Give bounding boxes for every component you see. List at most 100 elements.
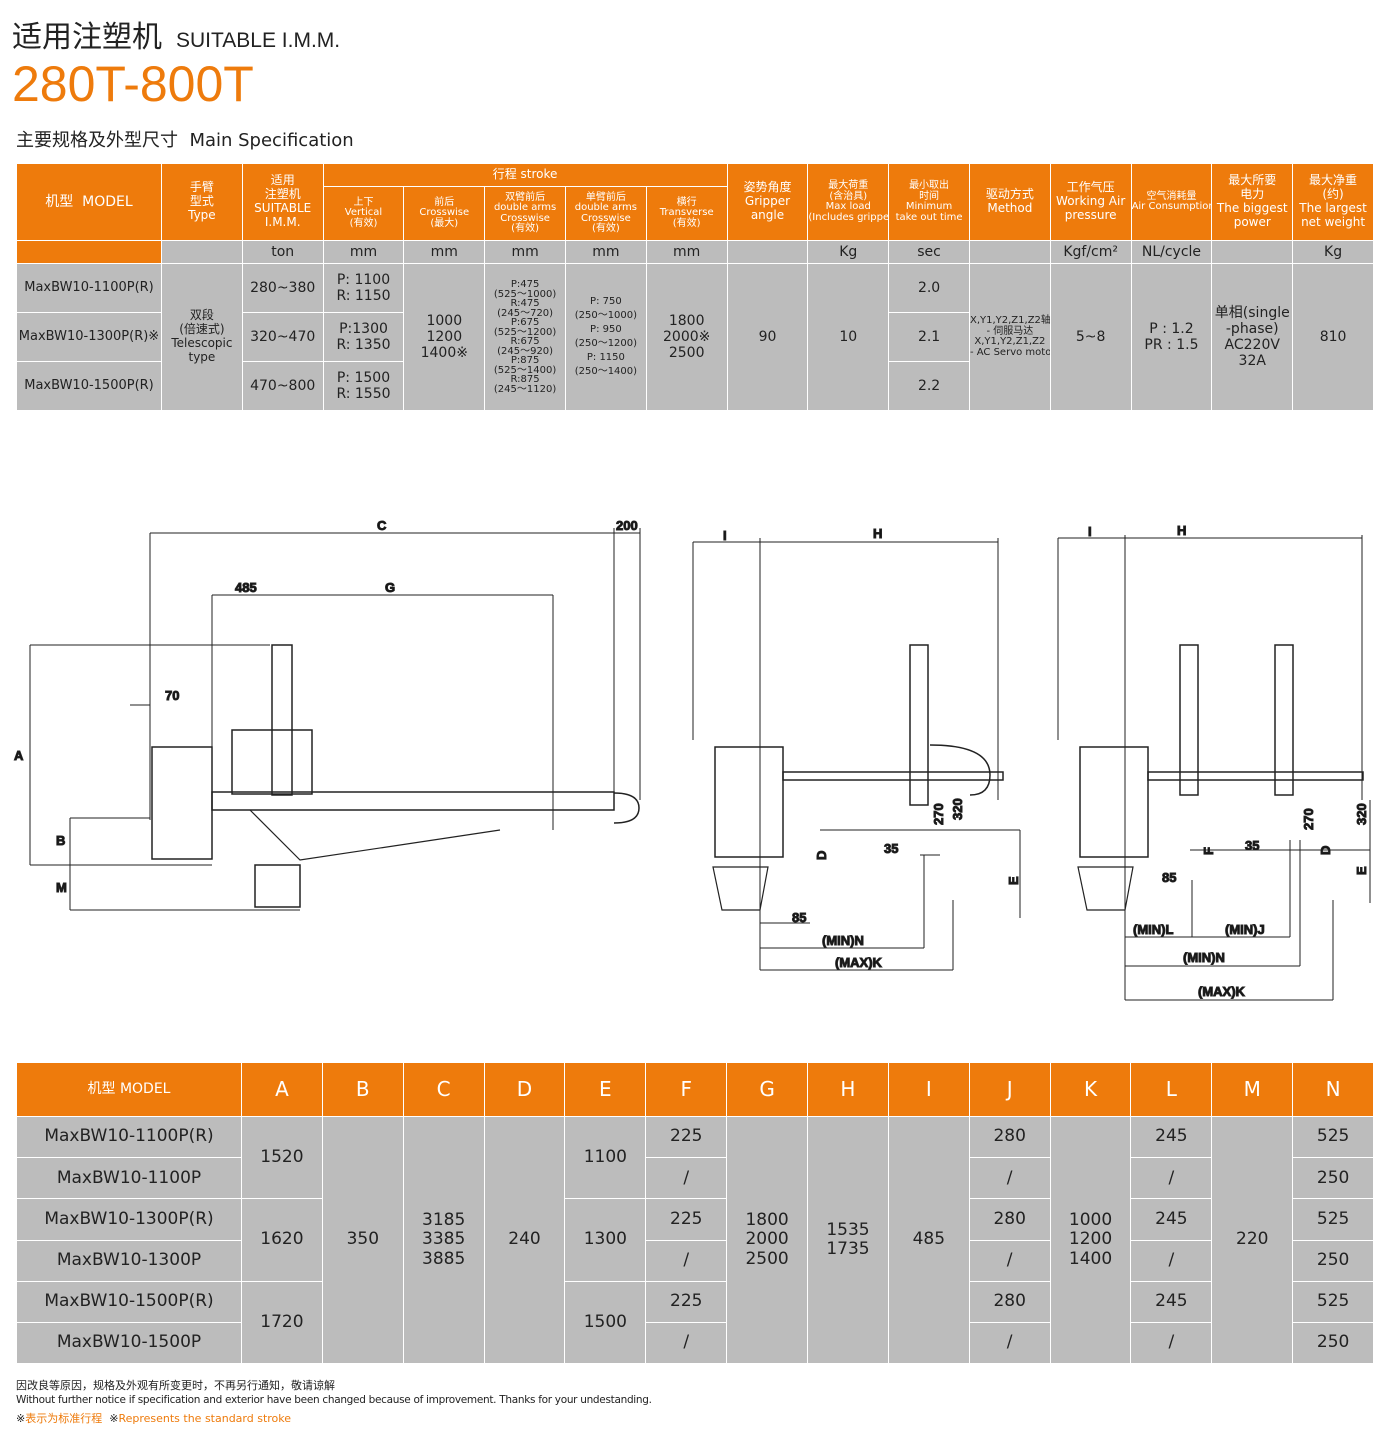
header-transverse: 横行 Transverse (有效)	[645, 186, 728, 241]
dim-j-cell: /	[968, 1321, 1051, 1365]
dim-M: M	[56, 880, 67, 895]
dim-E: E	[1006, 876, 1021, 885]
unit-imm: ton	[241, 240, 324, 264]
time-cell: 2.2	[888, 361, 970, 411]
model-cell: MaxBW10-1100P	[16, 1157, 242, 1200]
gripper-cell: 90	[726, 263, 809, 411]
vertical-cell: P:1300 R: 1350	[322, 312, 405, 362]
unit-blank	[968, 240, 1051, 264]
unit-double: mm	[484, 240, 566, 264]
dim-e-cell: 1500	[564, 1280, 647, 1365]
side-view-drawing: C 200 485 G 70 A B M	[14, 518, 641, 911]
dim-header: C	[402, 1062, 485, 1117]
section-title: 主要规格及外型尺寸 Main Specification	[16, 130, 354, 151]
header-air: 工作气压 Working Air pressure	[1049, 163, 1132, 241]
model-cell: MaxBW10-1100P(R)	[16, 263, 162, 313]
note-en: Represents the standard stroke	[118, 1412, 292, 1425]
dim-n-cell: 525	[1292, 1198, 1375, 1241]
model-cell: MaxBW10-1500P(R)	[16, 361, 162, 411]
header-power: 最大所要 电力 The biggest power	[1211, 163, 1294, 241]
dim-H: H	[873, 526, 882, 541]
dim-min-N: (MIN)N	[1183, 950, 1225, 965]
dim-F: F	[1201, 847, 1216, 855]
dim-485: 485	[235, 580, 257, 595]
header-time: 最小取出 时间 Minimum take out time	[888, 163, 970, 241]
dim-n-cell: 250	[1292, 1321, 1375, 1365]
dim-header: F	[645, 1062, 728, 1117]
stroke-note: ※表示为标准行程 ※Represents the standard stroke	[16, 1410, 291, 1426]
unit-weight: Kg	[1292, 240, 1374, 264]
header-vertical: 上下 Vertical (有效)	[322, 186, 405, 241]
dim-f-cell: /	[645, 1321, 728, 1365]
header-stroke: 行程 stroke	[322, 163, 728, 187]
dim-header: E	[564, 1062, 647, 1117]
dim-j-cell: /	[968, 1239, 1051, 1282]
dim-f-cell: 225	[645, 1115, 728, 1159]
vertical-cell: P: 1100 R: 1150	[322, 263, 405, 313]
transverse-cell: 1800 2000※ 2500	[645, 263, 728, 411]
note-cn: 表示为标准行程	[25, 1412, 103, 1425]
unit-blank	[726, 240, 809, 264]
unit-consumption: NL/cycle	[1130, 240, 1213, 264]
dim-j-cell: 280	[968, 1280, 1051, 1323]
note-mark: ※	[16, 1412, 26, 1425]
header-load: 最大荷重 (含治具) Max load (Includes gripper)	[807, 163, 890, 241]
table-row: MaxBW10-1500P(R) 470~800 P: 1500 R: 1550…	[16, 361, 1374, 411]
dim-f-cell: 225	[645, 1198, 728, 1241]
dim-i-cell: 485	[887, 1115, 970, 1365]
dim-270: 270	[931, 803, 946, 825]
dim-header: J	[968, 1062, 1051, 1117]
dim-header: L	[1130, 1062, 1213, 1117]
dim-c-cell: 3185 3385 3885	[402, 1115, 485, 1365]
time-cell: 2.1	[888, 312, 970, 362]
dim-j-cell: 280	[968, 1198, 1051, 1241]
header-model: 机型 MODEL	[16, 163, 162, 241]
dim-header: H	[807, 1062, 889, 1117]
table-row: MaxBW10-1300P///250	[16, 1239, 1375, 1282]
dim-min-L: (MIN)L	[1133, 922, 1173, 937]
dim-a-cell: 1620	[241, 1198, 323, 1282]
front-view-drawing-left: I H 270 320 35 D E 85 (MIN)N (MAX)K	[692, 526, 1022, 971]
dim-l-cell: /	[1130, 1239, 1213, 1282]
notice-cn: 因改良等原因，规格及外观有所变更时，不再另行通知，敬请谅解	[16, 1379, 335, 1392]
spec-table: 机型 MODEL 手臂 型式 Type 适用 注塑机 SUITABLE I.M.…	[16, 163, 1374, 411]
header-double: 双臂前后 double arms Crosswise (有效)	[484, 186, 566, 241]
dim-a-cell: 1520	[241, 1115, 323, 1200]
weight-cell: 810	[1292, 263, 1374, 411]
load-cell: 10	[807, 263, 890, 411]
double-cell: P:475 (525～1000) R:475 (245～720) P:675 (…	[484, 263, 566, 411]
table-row: MaxBW10-1100P///250	[16, 1157, 1375, 1200]
dim-l-cell: /	[1130, 1321, 1213, 1365]
dim-H: H	[1177, 523, 1186, 538]
model-cell: MaxBW10-1500P(R)	[16, 1280, 242, 1323]
unit-transverse: mm	[645, 240, 728, 264]
unit-crosswise: mm	[403, 240, 486, 264]
unit-blank	[161, 240, 243, 264]
dim-200: 200	[616, 518, 638, 533]
type-cell: 双段 (倍速式) Telescopic type	[161, 263, 243, 411]
dim-f-cell: /	[645, 1239, 728, 1282]
power-cell: 单相(single -phase) AC220V 32A	[1211, 263, 1294, 411]
dim-header: A	[241, 1062, 323, 1117]
dim-j-cell: 280	[968, 1115, 1051, 1159]
title-cn: 适用注塑机	[12, 20, 162, 55]
dim-320: 320	[1354, 803, 1369, 825]
header-consumption: 空气消耗量 Air Consumption	[1130, 163, 1213, 241]
dim-header: N	[1292, 1062, 1375, 1117]
header-weight: 最大净重 (约) The largest net weight	[1292, 163, 1374, 241]
dim-a-cell: 1720	[241, 1280, 323, 1365]
unit-air: Kgf/cm²	[1049, 240, 1132, 264]
dim-C: C	[377, 518, 387, 533]
dim-I: I	[723, 528, 727, 543]
model-cell: MaxBW10-1300P(R)※	[16, 312, 162, 362]
header-gripper: 姿势角度 Gripper angle	[726, 163, 809, 241]
dim-35: 35	[884, 841, 898, 856]
model-cell: MaxBW10-1300P(R)	[16, 1198, 242, 1241]
dimension-drawings: C 200 485 G 70 A B M I H 270 320 35 D E …	[14, 518, 1371, 1001]
time-cell: 2.0	[888, 263, 970, 313]
dim-85: 85	[1162, 870, 1176, 885]
dim-max-K: (MAX)K	[1198, 984, 1246, 999]
header-crosswise: 前后 Crosswise (最大)	[403, 186, 486, 241]
